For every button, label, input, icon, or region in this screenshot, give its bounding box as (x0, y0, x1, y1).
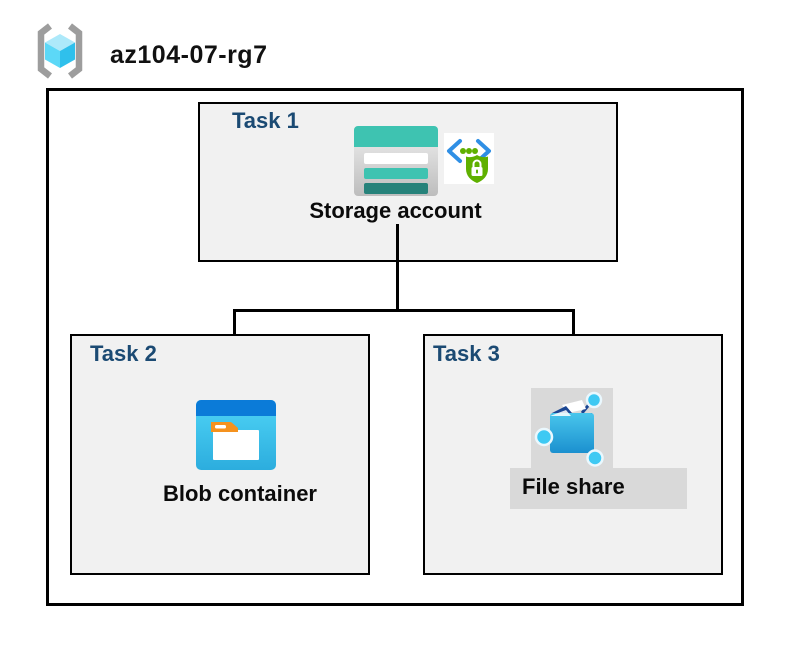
connector-storage-trunk (396, 224, 399, 311)
task-2-label: Task 2 (90, 341, 157, 366)
file-share-label: File share (522, 474, 625, 499)
blob-container-label: Blob container (162, 481, 317, 506)
blob-container-icon (196, 400, 276, 470)
connector-branch-horizontal (233, 309, 575, 312)
resource-group-name: az104-07-rg7 (110, 41, 268, 69)
task-3-label: Task 3 (433, 341, 500, 366)
resource-group-icon (34, 22, 86, 80)
sas-lock-icon (444, 133, 494, 184)
storage-account-icon (354, 126, 438, 196)
file-share-icon (534, 389, 610, 467)
file-share-label-highlight (510, 468, 687, 509)
storage-account-label: Storage account (309, 198, 482, 223)
task-1-label: Task 1 (232, 108, 299, 133)
